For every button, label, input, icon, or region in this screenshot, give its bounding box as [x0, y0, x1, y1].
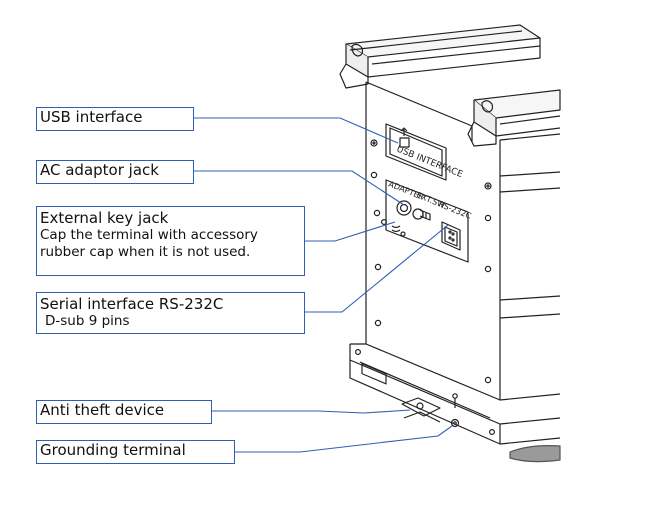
- label-anti-theft-device: Anti theft device: [40, 401, 165, 419]
- leader-antitheft: [212, 409, 411, 414]
- leader-ground: [235, 425, 453, 453]
- label-serial-interface-line2: D-sub 9 pins: [45, 313, 130, 329]
- leader-serial: [305, 224, 449, 313]
- right-rail: [467, 89, 561, 147]
- callout-grounding-terminal: Grounding terminal: [36, 440, 235, 464]
- device-body: [365, 81, 561, 400]
- callout-serial-interface: Serial interface RS-232C D-sub 9 pins: [36, 292, 305, 334]
- leader-ac: [194, 170, 405, 206]
- callout-usb-interface: USB interface: [36, 107, 194, 131]
- usb-panel: [385, 123, 447, 181]
- usb-marking: USB INTERFACE: [395, 145, 464, 181]
- label-usb-interface: USB interface: [40, 108, 143, 126]
- callout-anti-theft-device: Anti theft device: [36, 400, 212, 424]
- label-external-key-jack-line2: Cap the terminal with accessory: [40, 227, 258, 243]
- label-ac-adaptor-jack: AC adaptor jack: [40, 161, 159, 179]
- label-external-key-jack-line3: rubber cap when it is not used.: [40, 244, 251, 260]
- device-base: [349, 343, 561, 463]
- left-rail: [339, 24, 541, 89]
- leader-extkey: [305, 221, 396, 242]
- connector-panel: [381, 179, 469, 263]
- callout-external-key-jack: External key jack Cap the terminal with …: [36, 206, 305, 276]
- label-external-key-jack: External key jack: [40, 209, 169, 227]
- callout-ac-adaptor-jack: AC adaptor jack: [36, 160, 194, 184]
- rs232c-marking: RS-232C: [437, 200, 473, 221]
- label-serial-interface: Serial interface RS-232C: [40, 295, 224, 313]
- leader-usb: [193, 117, 399, 144]
- label-grounding-terminal: Grounding terminal: [40, 441, 186, 459]
